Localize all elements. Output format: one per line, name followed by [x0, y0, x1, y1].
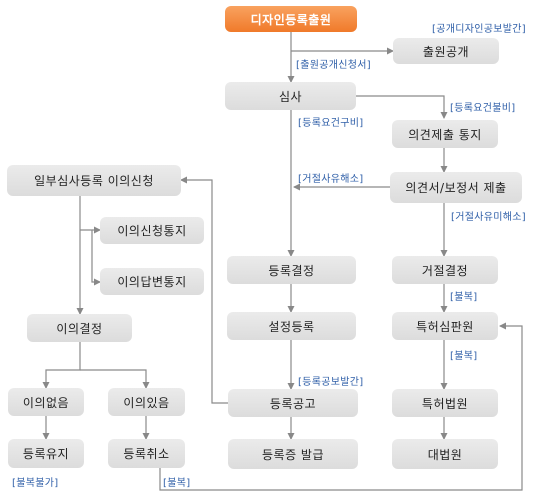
node-patent-court: 특허법원	[392, 389, 498, 417]
node-certificate-issue: 등록증 발급	[228, 439, 358, 469]
node-registration-maintained: 등록유지	[8, 439, 84, 468]
node-opposition-notice: 이의신청통지	[100, 217, 204, 244]
note-appeal-rejection: [불복]	[450, 292, 478, 303]
note-reason-unresolved: [거절사유미해소]	[451, 212, 526, 223]
node-ip-tribunal: 특허심판원	[392, 312, 498, 340]
note-appeal-cancel: [불복]	[163, 478, 191, 489]
note-publication-request: [출원공개신청서]	[296, 60, 371, 71]
node-application-publication: 출원공개	[393, 38, 499, 64]
node-registration-setup: 설정등록	[227, 312, 356, 340]
node-no-opposition: 이의없음	[8, 388, 84, 416]
note-requirements-met: [등록요건구비]	[298, 118, 364, 129]
node-opposition-upheld: 이의있음	[108, 388, 185, 416]
note-appeal-tribunal: [불복]	[450, 351, 478, 362]
node-examination: 심사	[225, 82, 356, 110]
note-reason-resolved: [거절사유해소]	[298, 174, 364, 185]
node-rejection-decision: 거절결정	[392, 256, 498, 284]
node-partial-opposition: 일부심사등록 이의신청	[7, 165, 181, 196]
node-registration-decision: 등록결정	[227, 256, 356, 284]
node-opposition-reply: 이의답변통지	[100, 268, 204, 295]
node-registration-cancelled: 등록취소	[108, 439, 185, 468]
node-registration-gazette: 등록공고	[228, 389, 358, 417]
node-supreme-court: 대법원	[392, 439, 498, 469]
note-no-appeal: [불복불가]	[12, 478, 59, 489]
node-opinion-amendment: 의견서/보정서 제출	[390, 172, 522, 203]
node-opposition-decision: 이의결정	[27, 314, 132, 342]
node-opinion-notice: 의견제출 통지	[392, 120, 498, 148]
note-requirements-unmet: [등록요건불비]	[450, 103, 516, 114]
note-registration-gazette-pub: [등록공보발간]	[298, 377, 364, 388]
node-design-application: 디자인등록출원	[225, 6, 357, 32]
note-design-gazette: [공개디자인공보발간]	[432, 24, 526, 35]
